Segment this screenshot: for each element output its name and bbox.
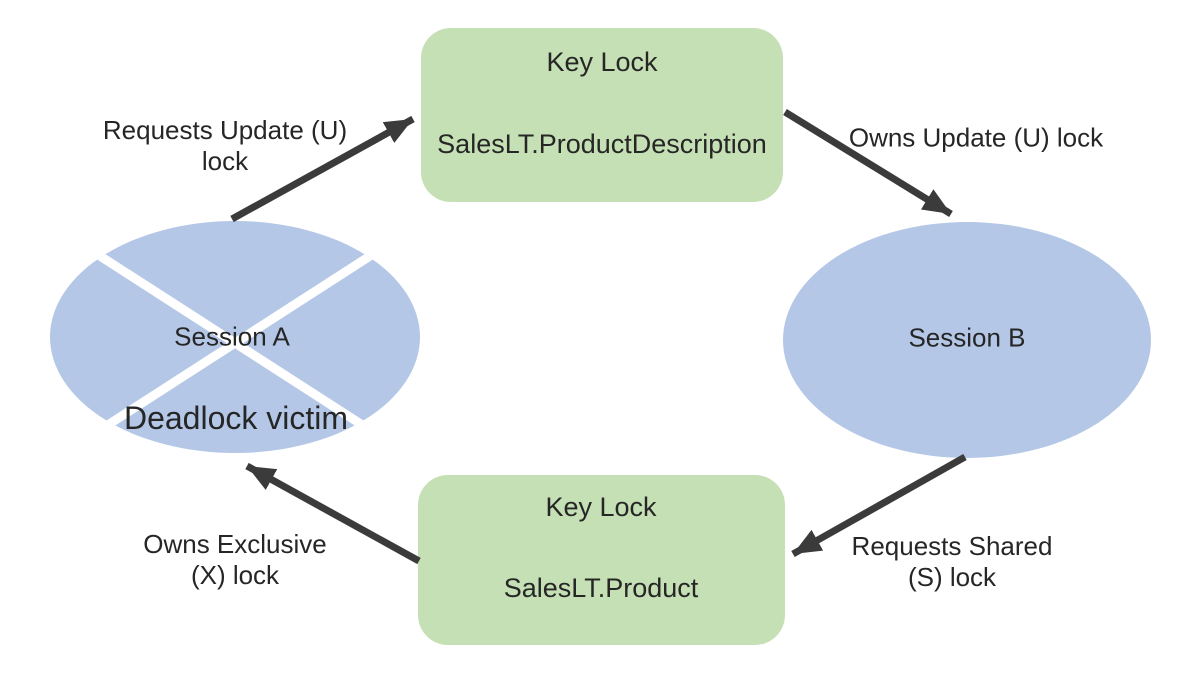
key-lock-top-box <box>421 28 783 202</box>
session-a-label: Session A <box>174 321 290 352</box>
key-lock-bottom-resource: SalesLT.Product <box>503 573 699 603</box>
edge-label-line: Requests Shared <box>851 531 1053 561</box>
arrow-lock-top-owned-by-session-b <box>783 109 953 217</box>
edge-label-line: Owns Exclusive <box>143 529 327 559</box>
edge-label-line: Owns Update (U) lock <box>848 122 1104 153</box>
arrow-session-b-requests-shared <box>791 453 967 558</box>
arrow-lock-bottom-owned-by-session-a <box>245 462 421 565</box>
session-a-status: Deadlock victim <box>123 400 349 436</box>
session-b-label: Session B <box>908 322 1026 353</box>
key-lock-top-resource: SalesLT.ProductDescription <box>437 129 767 159</box>
edge-label-requests-shared: Requests Shared (S) lock <box>852 531 1053 593</box>
key-lock-bottom-title: Key Lock <box>545 492 657 522</box>
session-b-ellipse <box>783 222 1151 458</box>
edge-label-line: (S) lock <box>907 562 997 592</box>
edge-label-owns-update: Owns Update (U) lock <box>849 123 1103 154</box>
edge-label-owns-exclusive: Owns Exclusive (X) lock <box>143 529 327 591</box>
key-lock-bottom-box <box>418 475 785 645</box>
edge-label-requests-update: Requests Update (U) lock <box>103 115 347 177</box>
edge-label-line: lock <box>201 146 249 176</box>
arrow-session-a-requests-update <box>230 115 415 223</box>
key-lock-top-title: Key Lock <box>546 47 658 77</box>
deadlock-cross-icon <box>52 223 418 453</box>
edge-label-line: (X) lock <box>190 560 280 590</box>
edge-label-line: Requests Update (U) <box>102 115 348 145</box>
